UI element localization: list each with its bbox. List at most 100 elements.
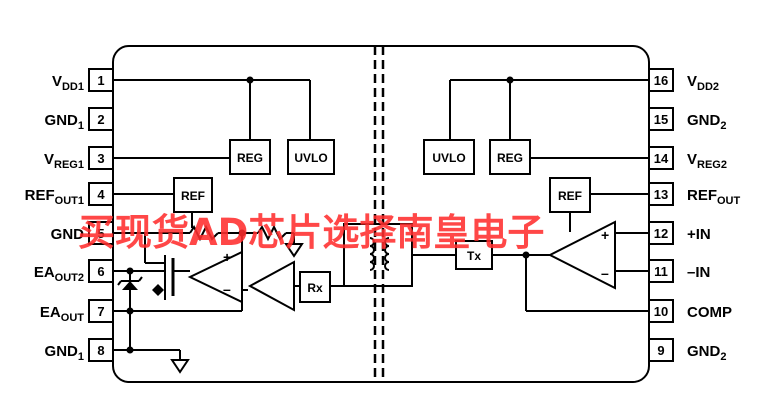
pin-name-sub-2: 1 — [78, 120, 84, 132]
pin-name-16: VDD2 — [687, 73, 719, 93]
chip-outline — [112, 45, 650, 383]
pin-box-5 — [88, 221, 114, 245]
transformer-coil-right — [384, 237, 390, 271]
pin-name-main-2: GND — [45, 112, 79, 129]
pin-number-13: 13 — [654, 187, 668, 202]
pin-name-sub-15: 2 — [720, 120, 726, 132]
ground-symbol-bottom — [170, 359, 190, 374]
error-amplifier — [187, 250, 243, 304]
pin-name-sub-3: REG1 — [54, 159, 84, 171]
uvlo-block-left-label: UVLO — [294, 151, 327, 165]
pin-number-6: 6 — [97, 264, 104, 279]
uvlo-block-right-label: UVLO — [432, 151, 465, 165]
pin-name-main-14: V — [687, 151, 697, 168]
pin-name-sub-13: OUT — [717, 195, 741, 207]
ref-block-left — [173, 177, 213, 213]
pin-number-8: 8 — [97, 343, 104, 358]
pin-number-3: 3 — [97, 151, 104, 166]
pin-name-9: GND2 — [687, 343, 726, 363]
pin-box-16 — [648, 68, 674, 92]
buffer-amplifier — [247, 260, 295, 312]
pin-name-sub-7: OUT — [61, 312, 85, 324]
pin-name-main-3: V — [44, 151, 54, 168]
error-amp-minus-sign: – — [223, 281, 231, 297]
pin-name-5: GND — [51, 226, 85, 243]
pin-name-main-13: REF — [687, 187, 717, 204]
pin-name-8: GND1 — [45, 343, 84, 363]
pin-number-10: 10 — [654, 304, 668, 319]
pin-name-sub-16: DD2 — [697, 81, 719, 93]
pin-box-1 — [88, 68, 114, 92]
pin-name-main-16: V — [687, 73, 697, 90]
pin-number-11: 11 — [654, 264, 668, 279]
pin-name-11: –IN — [687, 264, 710, 281]
transformer-coil-left — [369, 237, 375, 271]
pin-name-main-6: EA — [34, 264, 55, 281]
pin-number-14: 14 — [654, 151, 669, 166]
pin-number-16: 16 — [654, 73, 668, 88]
pin-number-7: 7 — [97, 304, 104, 319]
pin-number-5: 5 — [97, 226, 104, 241]
pin-name-main-4: REF — [25, 187, 55, 204]
rx-block — [299, 271, 331, 303]
pin-number-9: 9 — [657, 343, 664, 358]
rx-block-label: Rx — [307, 281, 323, 295]
pin-name-main-5: GND — [51, 226, 85, 243]
input-amp-minus-sign: – — [601, 265, 609, 281]
pin-number-15: 15 — [654, 112, 668, 127]
pin-name-6: EAOUT2 — [34, 264, 84, 284]
left-pins: 1VDD12GND13VREG14REFOUT15GND6EAOUT27EAOU… — [25, 68, 114, 363]
tx-block — [455, 240, 493, 270]
pin-box-6 — [88, 259, 114, 283]
pin-name-7: EAOUT — [40, 304, 84, 324]
reg-block-left-label: REG — [237, 151, 263, 165]
pin-number-12: 12 — [654, 226, 668, 241]
pin-box-14 — [648, 146, 674, 170]
input-amp-plus-sign: + — [601, 227, 609, 243]
error-amp-plus-sign: + — [223, 249, 231, 265]
pin-box-10 — [648, 299, 674, 323]
pin-box-7 — [88, 299, 114, 323]
ref-block-left-label: REF — [181, 189, 205, 203]
pin-name-14: VREG2 — [687, 151, 727, 171]
uvlo-block-right — [423, 139, 475, 175]
input-amplifier — [547, 220, 616, 290]
pin-name-main-7: EA — [40, 304, 61, 321]
pin-name-2: GND1 — [45, 112, 84, 132]
pin-name-3: VREG1 — [44, 151, 84, 171]
ref-block-right-label: REF — [558, 189, 582, 203]
pin-box-15 — [648, 107, 674, 131]
pin-box-12 — [648, 221, 674, 245]
pin-name-main-15: GND — [687, 112, 721, 129]
pin-name-main-10: COMP — [687, 304, 732, 321]
pin-box-13 — [648, 182, 674, 206]
pin-name-13: REFOUT — [687, 187, 741, 207]
pin-name-main-11: –IN — [687, 264, 710, 281]
pin-box-4 — [88, 182, 114, 206]
pin-name-sub-9: 2 — [720, 351, 726, 363]
resistor-2 — [257, 224, 287, 242]
pin-name-sub-14: REG2 — [697, 159, 727, 171]
pin-number-1: 1 — [97, 73, 104, 88]
pin-box-3 — [88, 146, 114, 170]
pin-name-15: GND2 — [687, 112, 726, 132]
pin-number-2: 2 — [97, 112, 104, 127]
pin-name-1: VDD1 — [52, 73, 84, 93]
reg-block-right — [489, 139, 531, 175]
pin-name-main-12: +IN — [687, 226, 711, 243]
pin-name-main-1: V — [52, 73, 62, 90]
pin-name-10: COMP — [687, 304, 732, 321]
pin-name-4: REFOUT1 — [25, 187, 84, 207]
zener-diode — [122, 281, 138, 290]
pin-name-sub-4: OUT1 — [55, 195, 84, 207]
pin-name-main-8: GND — [45, 343, 79, 360]
pin-box-9 — [648, 338, 674, 362]
ref-block-right — [549, 177, 591, 213]
tx-block-label: Tx — [467, 249, 481, 263]
pin-box-11 — [648, 259, 674, 283]
pin-name-main-9: GND — [687, 343, 721, 360]
pin-box-8 — [88, 338, 114, 362]
pin-name-sub-8: 1 — [78, 351, 84, 363]
